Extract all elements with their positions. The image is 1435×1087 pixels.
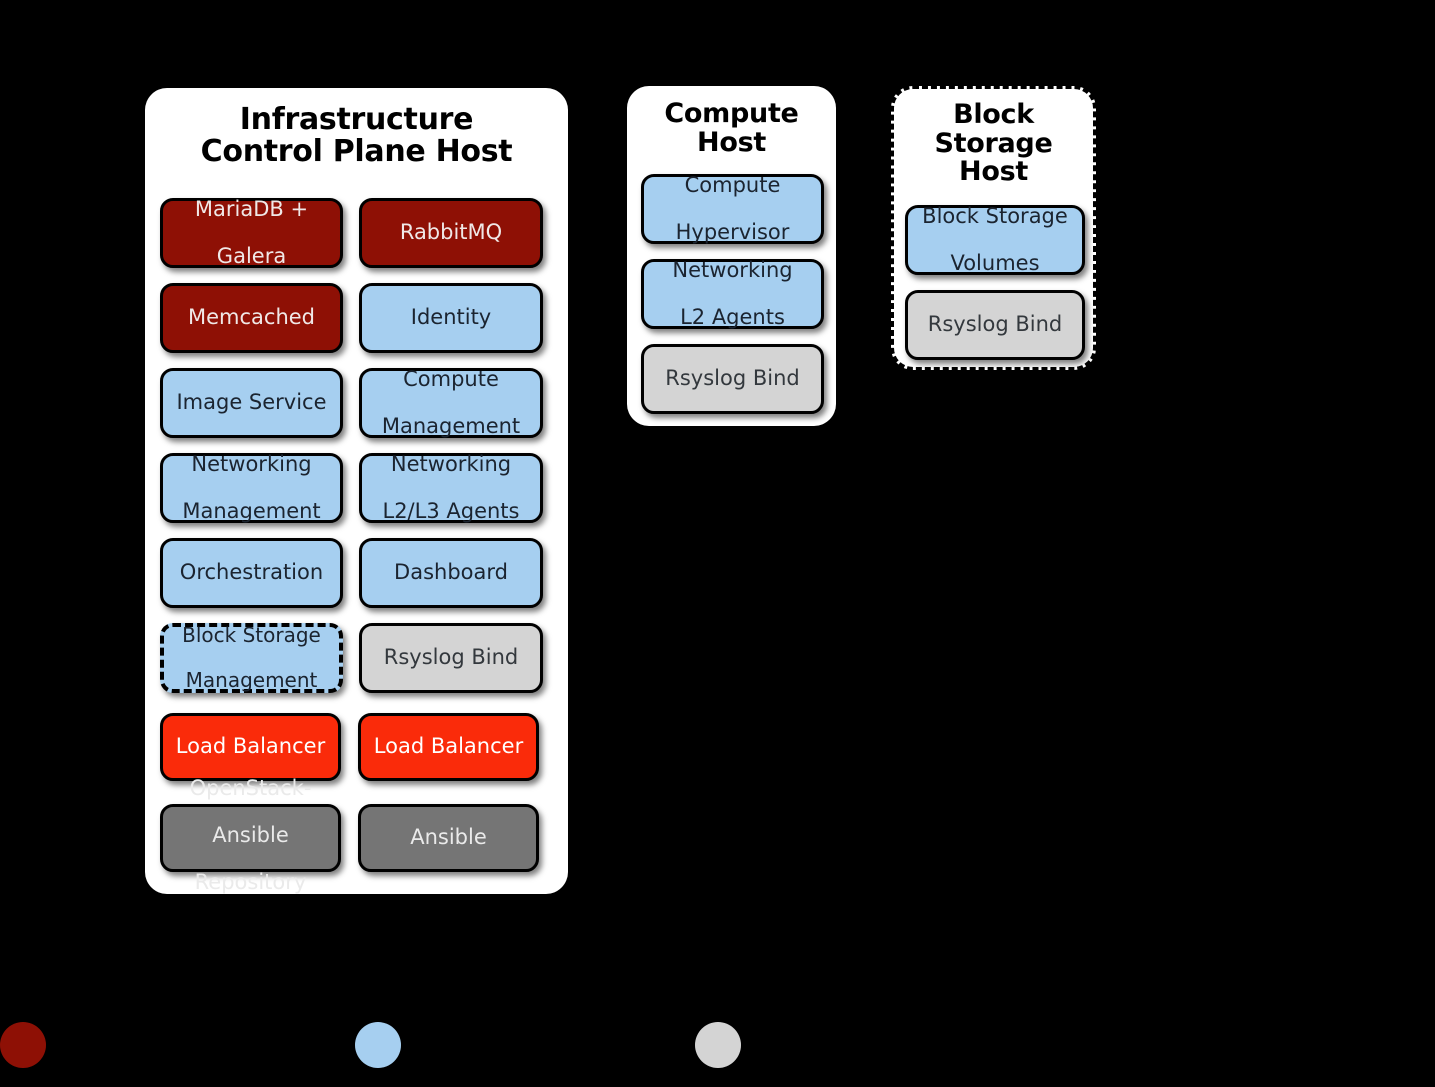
service-box-block-storage-volumes[interactable]: Block Storage Volumes: [905, 203, 1085, 275]
service-box-networking-l2-l3-agents[interactable]: Networking L2/L3 Agents: [359, 451, 543, 523]
host-title-line-1: Block: [953, 99, 1034, 130]
service-label: RabbitMQ: [399, 220, 503, 245]
service-box-dashboard[interactable]: Dashboard: [359, 538, 543, 608]
legend-dot-database: [0, 1022, 46, 1068]
service-label: Ansible: [410, 825, 487, 850]
service-box-load-balancer-2[interactable]: Load Balancer: [358, 713, 539, 781]
service-box-identity[interactable]: Identity: [359, 283, 543, 353]
service-label-line-2: Hypervisor: [675, 219, 790, 244]
service-label-line-1: Block Storage: [922, 203, 1068, 228]
host-title-infrastructure: Infrastructure Control Plane Host: [145, 88, 568, 168]
service-box-openstack-ansible-repository[interactable]: OpenStack- Ansible Repository: [160, 777, 341, 894]
service-box-networking-l2-agents[interactable]: Networking L2 Agents: [641, 257, 824, 329]
service-box-networking-management[interactable]: Networking Management: [160, 451, 343, 523]
service-box-image-service[interactable]: Image Service: [160, 368, 343, 438]
service-box-compute-management[interactable]: Compute Management: [359, 366, 543, 438]
legend-dot-log: [695, 1022, 741, 1068]
service-label: Image Service: [176, 390, 327, 415]
service-label: Rsyslog Bind: [383, 645, 519, 670]
service-label: Orchestration: [179, 560, 324, 585]
service-label-line-2: L2/L3 Agents: [382, 498, 520, 523]
service-label-line-2: Management: [381, 413, 521, 438]
service-label-line-2: Galera: [216, 243, 287, 268]
service-box-rabbitmq[interactable]: RabbitMQ: [359, 198, 543, 268]
service-box-compute-hypervisor[interactable]: Compute Hypervisor: [641, 172, 824, 244]
service-label-line-2: Management: [185, 668, 318, 693]
service-box-load-balancer-1[interactable]: Load Balancer: [160, 713, 341, 781]
host-title-line-2: Storage: [934, 127, 1053, 159]
service-label: Dashboard: [394, 560, 508, 585]
service-label-line-2: L2 Agents: [680, 304, 785, 329]
legend-dot-service: [355, 1022, 401, 1068]
service-label-line-3: Repository: [194, 870, 307, 895]
host-title-block-storage: Block Storage Host: [894, 89, 1093, 187]
host-title-line-1: Infrastructure: [239, 102, 474, 137]
service-box-memcached[interactable]: Memcached: [160, 283, 343, 353]
service-label-line-1: OpenStack-: [189, 776, 312, 801]
service-box-rsyslog-bind-infra[interactable]: Rsyslog Bind: [359, 623, 543, 693]
service-label-line-1: Block Storage: [182, 623, 321, 648]
host-panel-compute: Compute Host Compute Hypervisor Networki…: [627, 86, 836, 426]
service-label: Memcached: [187, 305, 315, 330]
service-label: Load Balancer: [373, 734, 524, 759]
service-label: Rsyslog Bind: [665, 366, 800, 391]
service-box-block-storage-management[interactable]: Block Storage Management: [160, 623, 343, 693]
host-title-line-1: Compute: [664, 98, 799, 129]
service-label-line-2: Management: [182, 498, 321, 523]
service-box-mariadb-galera[interactable]: MariaDB + Galera: [160, 196, 343, 268]
service-box-orchestration[interactable]: Orchestration: [160, 538, 343, 608]
service-box-rsyslog-bind-block-storage[interactable]: Rsyslog Bind: [905, 290, 1085, 360]
service-box-ansible[interactable]: Ansible: [358, 804, 539, 872]
service-label: Rsyslog Bind: [927, 312, 1063, 337]
host-title-compute: Compute Host: [627, 86, 836, 157]
host-title-line-2: Host: [697, 126, 766, 158]
service-label-line-2: Ansible: [212, 823, 289, 848]
host-title-line-3: Host: [959, 156, 1028, 188]
service-label-line-1: Networking: [390, 451, 512, 476]
host-panel-block-storage: Block Storage Host Block Storage Volumes…: [891, 86, 1096, 370]
service-box-rsyslog-bind-compute[interactable]: Rsyslog Bind: [641, 344, 824, 414]
service-label-line-1: Compute: [684, 172, 781, 197]
service-label-line-1: MariaDB +: [194, 196, 309, 221]
service-label: Load Balancer: [175, 734, 326, 759]
service-label-line-1: Networking: [672, 257, 793, 282]
service-label-line-1: Compute: [403, 366, 499, 391]
service-label-line-1: Networking: [191, 451, 312, 476]
service-label: Identity: [410, 305, 492, 330]
service-label-line-2: Volumes: [950, 250, 1040, 275]
host-title-line-2: Control Plane Host: [200, 133, 513, 169]
host-panel-infrastructure-control-plane: Infrastructure Control Plane Host MariaD…: [145, 88, 568, 894]
